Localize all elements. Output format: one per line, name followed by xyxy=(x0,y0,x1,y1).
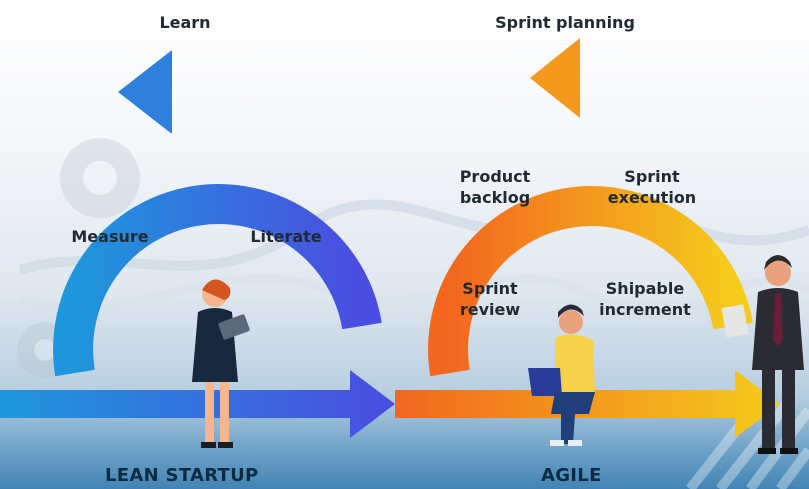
lean-startup-title: LEAN STARTUP xyxy=(105,465,259,486)
shipable-increment-label: Shipable increment xyxy=(599,279,691,319)
agile-arrowhead-icon xyxy=(530,38,580,118)
lean-cycle-arrow xyxy=(0,50,395,438)
product-backlog-label: Product backlog xyxy=(459,167,531,207)
developer-illustration xyxy=(528,304,595,446)
sprint-planning-label: Sprint planning xyxy=(495,13,635,32)
sprint-review-label: Sprint review xyxy=(459,279,521,319)
measure-label: Measure xyxy=(71,227,149,246)
businessman-illustration xyxy=(721,255,804,454)
agile-title: AGILE xyxy=(541,465,602,486)
sprint-execution-label: Sprint execution xyxy=(607,167,697,207)
businesswoman-illustration xyxy=(192,279,250,448)
lean-baseline-arrow xyxy=(0,370,395,438)
literate-label: Literate xyxy=(250,227,322,246)
lean-arrowhead-icon xyxy=(118,50,172,134)
learn-label: Learn xyxy=(159,13,211,32)
